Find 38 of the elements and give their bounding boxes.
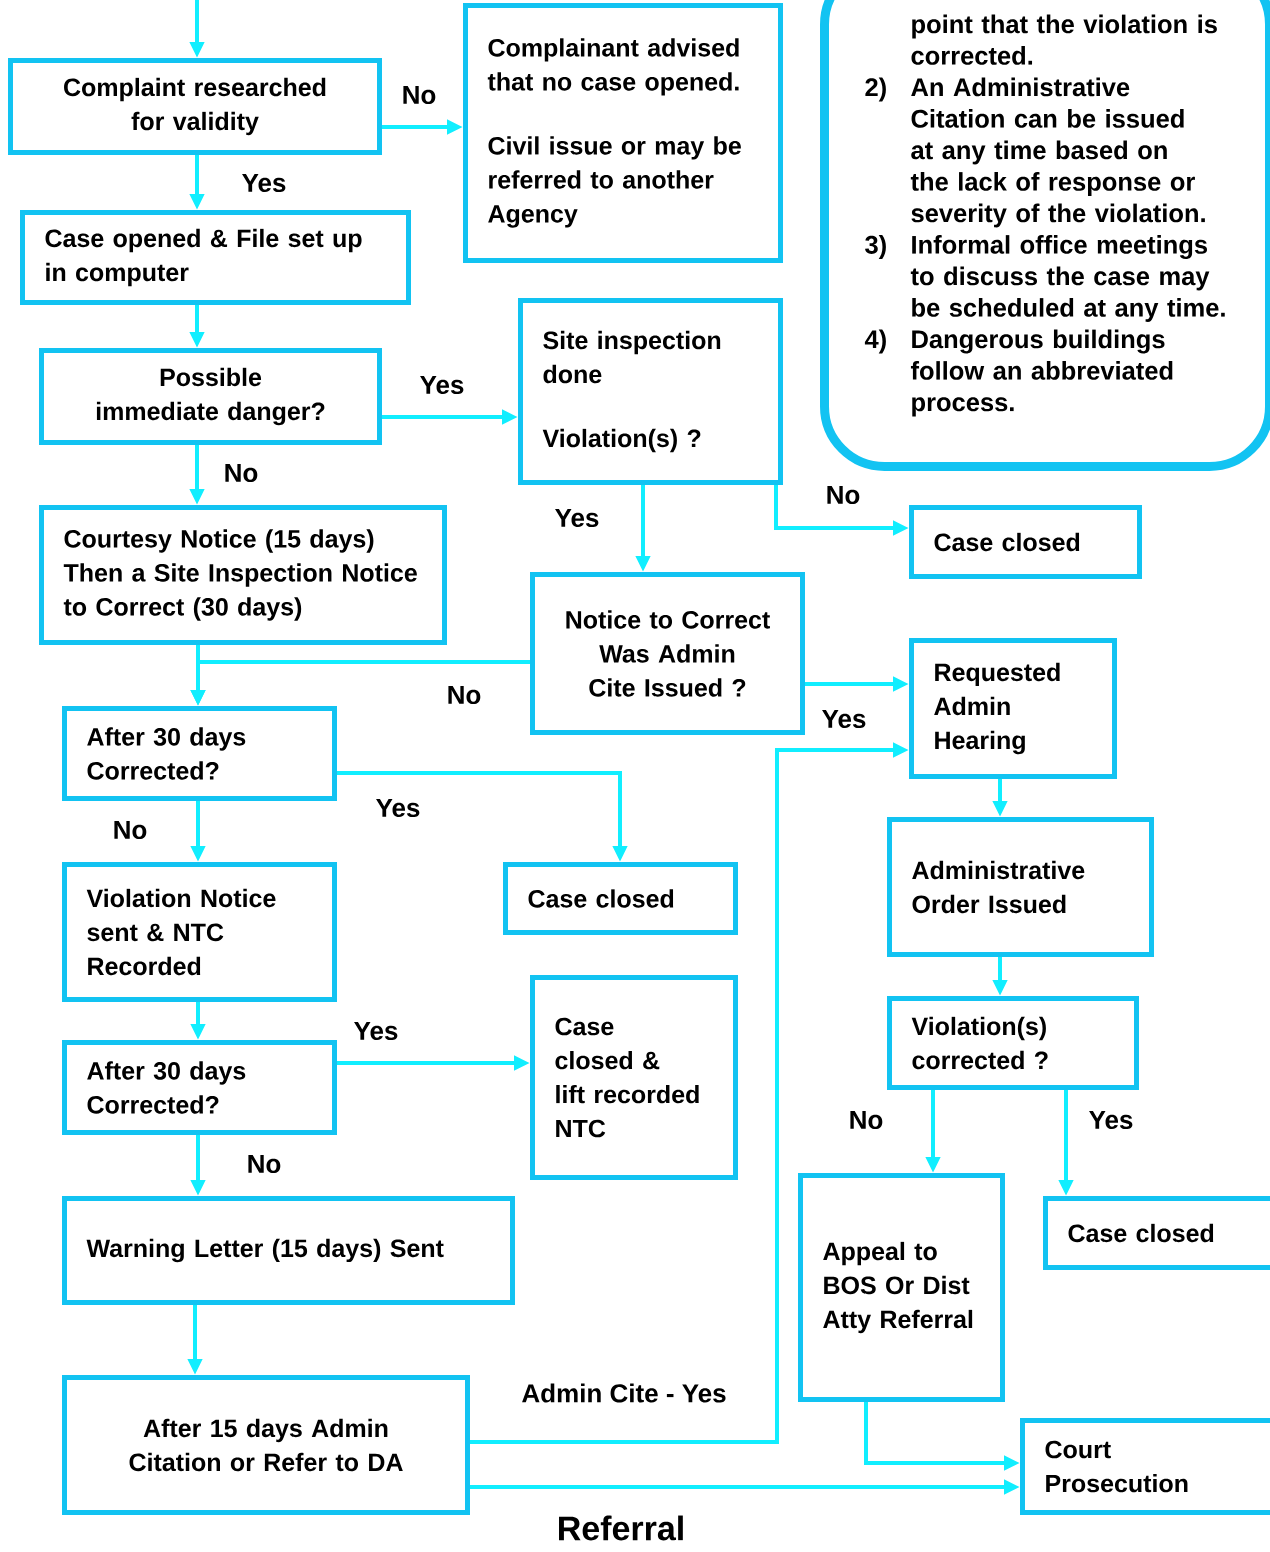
process-box: Warning Letter (15 days) Sent <box>62 1196 515 1305</box>
note-box: point that the violation is corrected. 2) An Administrative Citation can be issued at any time based on the lack of response or severity of the violation. 3) Informal office meetings to discuss the case may be scheduled at any time. 4) Dangerous buildings follow an abbreviated process. <box>820 0 1270 471</box>
process-box: After 30 days Corrected? <box>62 706 337 801</box>
edge-label: Referral <box>555 1514 687 1542</box>
process-box: Case closed & lift recorded NTC <box>530 975 738 1180</box>
edge-label: Yes <box>820 708 868 730</box>
process-box: Complaint researched for validity <box>8 58 382 155</box>
edge-label: Yes <box>352 1020 400 1042</box>
process-box: Requested Admin Hearing <box>909 638 1117 779</box>
edge-label: No <box>245 1153 283 1175</box>
process-box: Site inspection done Violation(s) ? <box>518 298 783 485</box>
process-box: Violation Notice sent & NTC Recorded <box>62 862 337 1002</box>
edge-label: Yes <box>1087 1109 1135 1131</box>
process-box: Notice to Correct Was Admin Cite Issued ? <box>530 572 805 735</box>
process-box: Courtesy Notice (15 days) Then a Site Inspection Notice to Correct (30 days) <box>39 505 447 645</box>
process-box: Possible immediate danger? <box>39 348 382 445</box>
process-box: Case opened & File set up in computer <box>20 210 411 305</box>
edge-label: No <box>824 484 862 506</box>
process-box: Court Prosecution <box>1020 1418 1270 1515</box>
edge-label: No <box>400 84 438 106</box>
edge-label: Yes <box>418 374 466 396</box>
edge-label: Yes <box>240 172 288 194</box>
process-box: Complainant advised that no case opened. Civil issue or may be referred to another Agency <box>463 3 783 263</box>
edge-label: Admin Cite - Yes <box>520 1382 728 1404</box>
process-box: Violation(s) corrected ? <box>887 996 1139 1090</box>
process-box: Case closed <box>909 505 1142 579</box>
edge-label: Yes <box>553 507 601 529</box>
edge-label: No <box>445 684 483 706</box>
process-box: Administrative Order Issued <box>887 817 1154 957</box>
edge-label: Yes <box>374 797 422 819</box>
process-box: After 30 days Corrected? <box>62 1040 337 1135</box>
edge-label: No <box>111 819 149 841</box>
process-box: Appeal to BOS Or Dist Atty Referral <box>798 1173 1005 1402</box>
process-box: Case closed <box>1043 1196 1270 1270</box>
edge-label: No <box>847 1109 885 1131</box>
process-box: After 15 days Admin Citation or Refer to DA <box>62 1375 470 1515</box>
edge-label: No <box>222 462 260 484</box>
process-box: Case closed <box>503 862 738 935</box>
